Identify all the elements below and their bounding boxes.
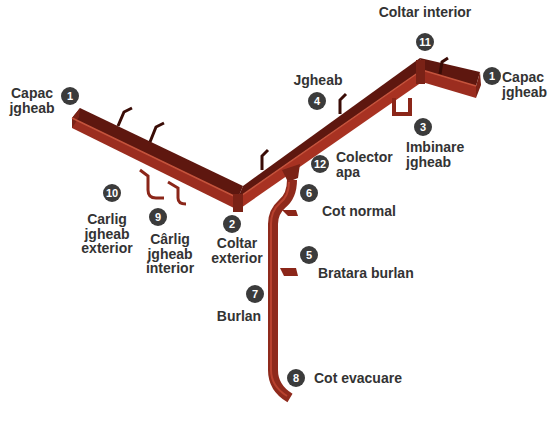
callout-number: 8 <box>287 369 305 387</box>
callout-wrap: 9 <box>149 208 167 226</box>
callout-wrap: 3 <box>414 118 432 136</box>
callout-wrap: 7 <box>246 285 264 303</box>
callout: 8Cot evacuare <box>287 369 305 387</box>
gutter-interior <box>238 58 422 198</box>
label-wrap: Carlig jgheab exterior <box>74 212 140 256</box>
water-outlet <box>282 164 300 182</box>
callout-wrap: 4 <box>308 92 326 110</box>
callout: 6Cot normal <box>300 184 318 202</box>
callout-wrap: 10 <box>103 184 121 202</box>
part-name: Cot normal <box>322 204 422 219</box>
callout-number: 9 <box>149 208 167 226</box>
callout-wrap: 12 <box>311 155 329 173</box>
callout-number: 6 <box>300 184 318 202</box>
part-name: Cârlig jgheab interior <box>138 232 202 276</box>
label-wrap: Coltar interior <box>365 5 485 20</box>
callout: 5Bratara burlan <box>300 246 318 264</box>
callout: 1Capac jgheab <box>61 87 79 105</box>
part-name: Burlan <box>212 309 266 324</box>
gutter-front <box>422 70 476 98</box>
label-wrap: Jgheab <box>288 73 348 88</box>
callout-number: 2 <box>223 215 241 233</box>
callout: 7Burlan <box>246 285 264 303</box>
part-name: Cot evacuare <box>314 371 434 386</box>
callout: 11Coltar interior <box>416 33 434 51</box>
callout: 4Jgheab <box>308 92 326 110</box>
part-name: Capac jgheab <box>4 86 60 115</box>
callout-number: 3 <box>414 118 432 136</box>
label-wrap: Cârlig jgheab interior <box>138 232 202 276</box>
part-name: Capac jgheab <box>502 70 556 99</box>
callout-wrap: 11 <box>416 33 434 51</box>
part-name: Jgheab <box>288 73 348 88</box>
gutter-interior <box>72 108 243 198</box>
outer-hook <box>140 170 164 198</box>
gutter-lip <box>422 70 476 86</box>
callout-number: 4 <box>308 92 326 110</box>
callout-number: 5 <box>300 246 318 264</box>
callout-number: 1 <box>483 67 501 85</box>
label-wrap: Coltar exterior <box>205 236 269 265</box>
pipe-clamp <box>280 268 298 276</box>
corner-piece <box>233 194 243 212</box>
callout: 12Colector apa <box>311 155 329 173</box>
callout: 1Capac jgheab <box>483 67 501 85</box>
part-name: Carlig jgheab exterior <box>74 212 140 256</box>
label-wrap: Bratara burlan <box>318 266 438 281</box>
label-wrap: Burlan <box>212 309 266 324</box>
inner-hook <box>168 182 186 204</box>
gutter-end-cap <box>476 72 481 98</box>
callout-wrap: 8 <box>287 369 305 387</box>
corner-piece <box>416 60 425 84</box>
elbow-bracket <box>282 210 298 216</box>
callout-wrap: 1 <box>483 67 501 85</box>
gutter-hooks <box>118 58 448 170</box>
callout-number: 10 <box>103 184 121 202</box>
part-name: Coltar exterior <box>205 236 269 265</box>
callout: 10Carlig jgheab exterior <box>103 184 121 202</box>
part-name: Imbinare jgheab <box>406 140 486 169</box>
callout-number: 7 <box>246 285 264 303</box>
gutter-joint <box>394 98 410 114</box>
gutter-front <box>238 70 422 210</box>
callout: 2Coltar exterior <box>223 215 241 233</box>
callout-number: 12 <box>311 155 329 173</box>
callout-wrap: 1 <box>61 87 79 105</box>
callout-number: 11 <box>416 33 434 51</box>
callout-number: 1 <box>61 87 79 105</box>
callout-wrap: 2 <box>223 215 241 233</box>
callout: 3Imbinare jgheab <box>414 118 432 136</box>
label-wrap: Colector apa <box>336 150 402 179</box>
part-name: Coltar interior <box>365 5 485 20</box>
label-wrap: Cot evacuare <box>314 371 434 386</box>
gutter-lip <box>238 70 422 198</box>
gutter-lip <box>72 118 238 198</box>
label-wrap: Capac jgheab <box>4 86 60 115</box>
part-name: Colector apa <box>336 150 402 179</box>
gutter-front <box>72 118 238 210</box>
callout-wrap: 6 <box>300 184 318 202</box>
label-wrap: Capac jgheab <box>502 70 556 99</box>
callout-wrap: 5 <box>300 246 318 264</box>
label-wrap: Cot normal <box>322 204 422 219</box>
label-wrap: Imbinare jgheab <box>406 140 486 169</box>
callout: 9Cârlig jgheab interior <box>149 208 167 226</box>
part-name: Bratara burlan <box>318 266 438 281</box>
